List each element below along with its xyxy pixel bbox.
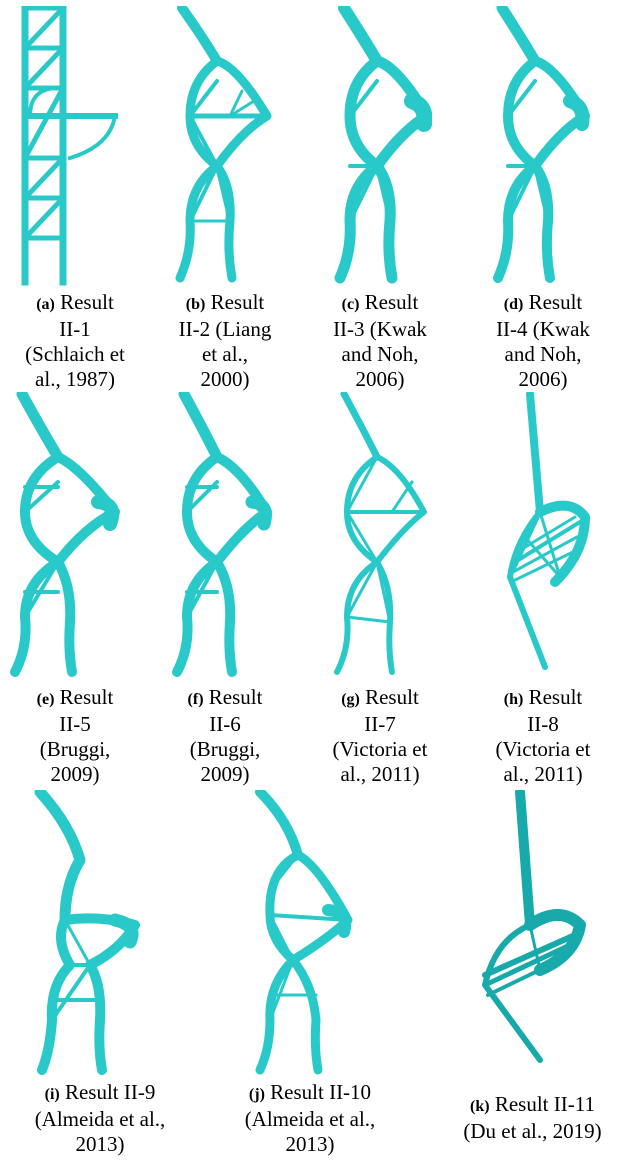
caption-tag: (k) xyxy=(470,1098,490,1115)
caption-b: (b) Result II-2 (Liang et al., 2000) xyxy=(178,290,272,391)
figure-d-topology-image xyxy=(493,6,590,283)
figure-i-topology-image xyxy=(34,790,140,1075)
caption-tag: (a) xyxy=(36,296,55,313)
figure-k-topology-image xyxy=(482,790,586,1063)
figure-g-topology-image xyxy=(334,392,427,675)
caption-a: (a) Result II-1 (Schlaich et al., 1987) xyxy=(25,290,125,391)
caption-g: (g) Result II-7 (Victoria et al., 2011) xyxy=(332,685,428,786)
caption-c: (c) Result II-3 (Kwak and Noh, 2006) xyxy=(333,290,427,391)
caption-h: (h) Result II-8 (Victoria et al., 2011) xyxy=(495,685,591,786)
caption-e: (e) Result II-5 (Bruggi, 2009) xyxy=(36,685,114,786)
caption-j: (j) Result II-10 (Almeida et al., 2013) xyxy=(244,1080,376,1156)
figure-f-topology-image xyxy=(172,392,272,677)
caption-tag: (f) xyxy=(187,691,204,708)
caption-tag: (c) xyxy=(341,296,360,313)
caption-tag: (h) xyxy=(503,691,524,708)
caption-tag: (i) xyxy=(44,1086,60,1103)
caption-i: (i) Result II-9 (Almeida et al., 2013) xyxy=(34,1080,166,1156)
caption-tag: (b) xyxy=(185,296,206,313)
figure-a-topology-image xyxy=(21,6,118,286)
figure-h-topology-image xyxy=(507,392,590,670)
figure-c-topology-image xyxy=(334,6,432,284)
figure-e-topology-image xyxy=(10,392,120,677)
caption-tag: (g) xyxy=(341,691,360,708)
figure-j-topology-image xyxy=(255,790,353,1075)
caption-k: (k) Result II-11 (Du et al., 2019) xyxy=(463,1092,602,1143)
caption-tag: (e) xyxy=(36,691,55,708)
figure-b-topology-image xyxy=(175,6,272,283)
caption-f: (f) Result II-6 (Bruggi, 2009) xyxy=(187,685,263,786)
caption-tag: (d) xyxy=(503,296,524,313)
caption-tag: (j) xyxy=(248,1086,265,1103)
caption-d: (d) Result II-4 (Kwak and Noh, 2006) xyxy=(496,290,590,391)
